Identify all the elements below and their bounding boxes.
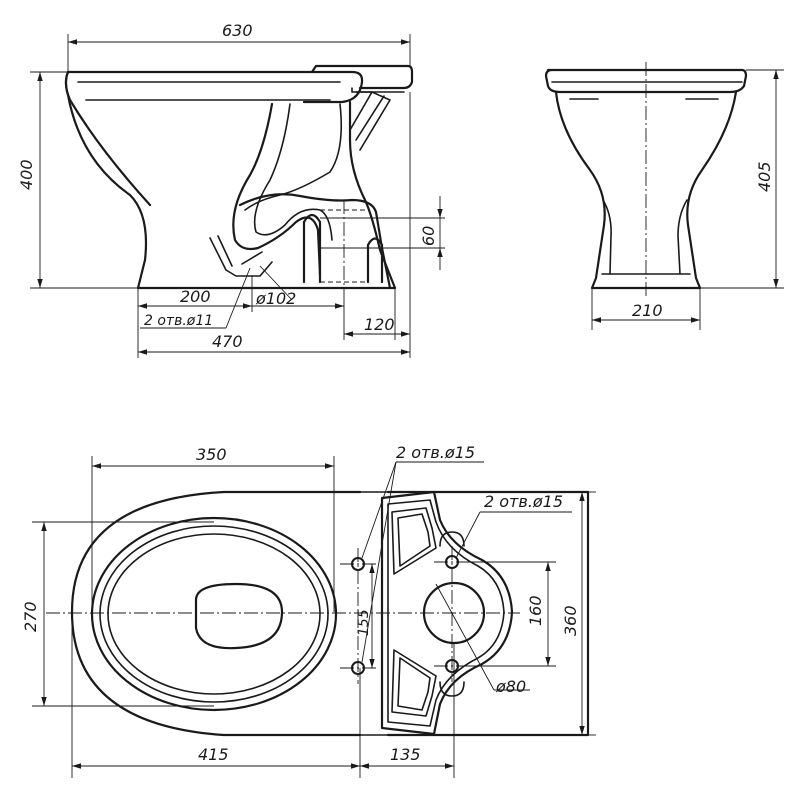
dim-holes-15-a: 2 отв.ø15: [396, 443, 475, 462]
plan-view: 350 270 155 160 360 2 отв.ø15 2 отв.ø15 …: [21, 443, 596, 778]
dim-405: 405: [755, 161, 774, 192]
dim-270: 270: [21, 601, 40, 632]
dim-470: 470: [212, 332, 243, 351]
dim-400: 400: [17, 159, 36, 190]
dim-415: 415: [198, 745, 229, 764]
dim-200: 200: [180, 287, 211, 306]
dim-holes-15-b: 2 отв.ø15: [484, 492, 563, 511]
dim-60: 60: [419, 226, 438, 246]
dim-dia80: ø80: [495, 677, 526, 696]
dim-360: 360: [561, 605, 580, 636]
dim-holes-11: 2 отв.ø11: [144, 313, 213, 329]
dim-630: 630: [222, 21, 253, 40]
dim-135: 135: [390, 745, 421, 764]
side-view: 630 400 60 200 ø102 2 отв.ø11 120: [17, 21, 445, 358]
dim-210: 210: [632, 301, 663, 320]
front-view: 405 210: [544, 62, 784, 330]
dim-dia102: ø102: [255, 289, 296, 308]
dim-350: 350: [196, 445, 227, 464]
dim-155: 155: [356, 609, 372, 636]
dim-120: 120: [364, 315, 395, 334]
dim-160: 160: [526, 595, 545, 626]
